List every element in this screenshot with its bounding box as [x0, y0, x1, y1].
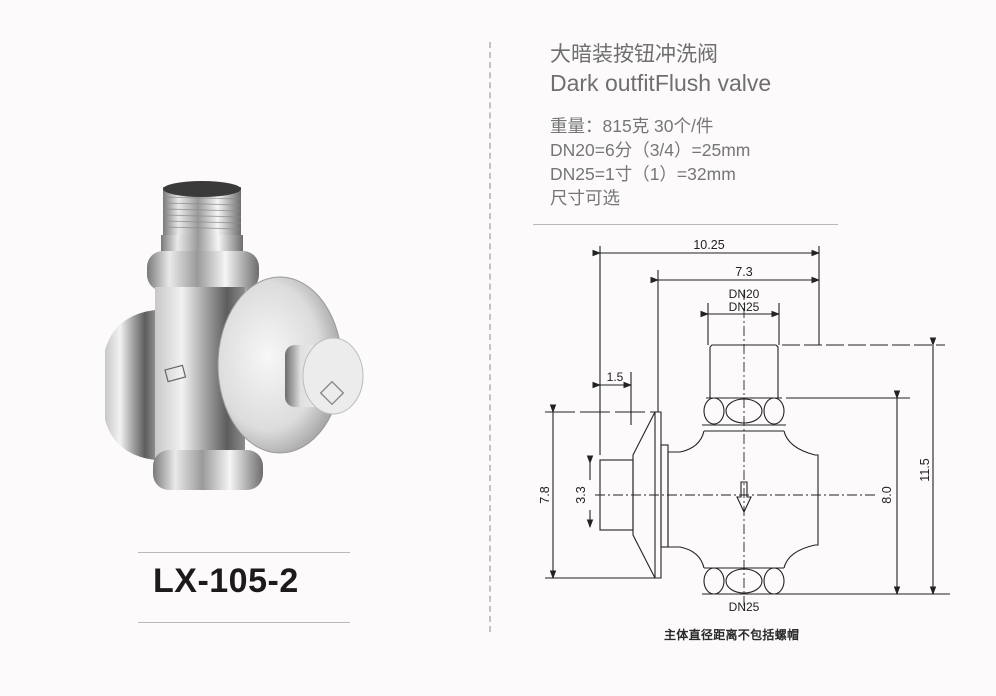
model-number: LX-105-2 — [153, 562, 299, 600]
dim-button-depth: 1.5 — [607, 370, 624, 384]
dim-outlet-dn25: DN25 — [729, 600, 760, 614]
dim-flange-height: 7.8 — [538, 486, 552, 503]
dim-body-width: 7.3 — [735, 265, 752, 279]
dim-button-height: 3.3 — [574, 486, 588, 503]
product-photo — [95, 175, 385, 505]
dim-inlet-dn25: DN25 — [729, 300, 760, 314]
drawing-caption: 主体直径距离不包括螺帽 — [664, 628, 800, 642]
spec-rule — [533, 224, 838, 225]
dim-overall-height: 11.5 — [918, 458, 932, 481]
product-title-cn: 大暗装按钮冲洗阀 — [550, 42, 718, 66]
spec-size-optional: 尺寸可选 — [550, 188, 620, 208]
spec-dn25: DN25=1寸（1）=32mm — [550, 164, 736, 184]
spec-weight: 重量：815克 30个/件 — [550, 116, 714, 136]
model-rule-bottom — [138, 622, 350, 623]
flush-valve-illustration — [105, 181, 364, 490]
spec-dn20: DN20=6分（3/4）=25mm — [550, 140, 751, 160]
technical-drawing: 10.25 7.3 DN20 DN25 1.5 DN25 7.8 3.3 8.0… — [538, 238, 950, 614]
model-rule-top — [138, 552, 350, 553]
dim-overall-width: 10.25 — [693, 238, 724, 252]
dim-nut-height: 8.0 — [880, 486, 894, 503]
product-title-en: Dark outfitFlush valve — [550, 70, 772, 96]
dim-inlet-dn20: DN20 — [729, 287, 760, 301]
center-divider — [489, 42, 491, 632]
